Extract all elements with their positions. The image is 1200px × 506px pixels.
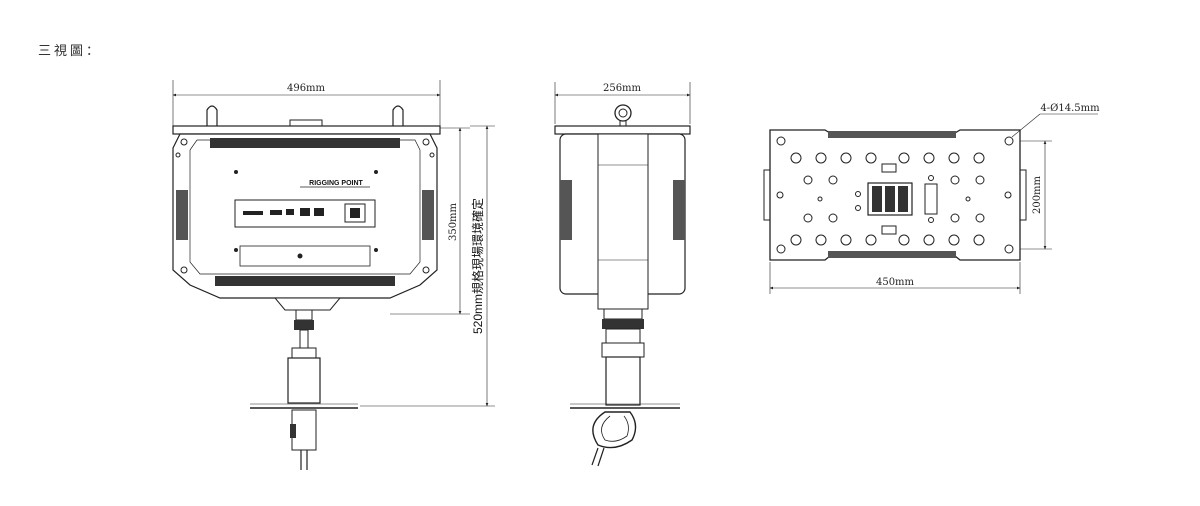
front-height-label: 350mm [448,202,459,241]
side-view [554,82,691,467]
top-width-label: 450mm [876,277,915,288]
front-total-height-label: 520mm規格現場環境確定 [470,198,485,334]
top-hole-label: 4-Ø14.5mm [1040,103,1100,114]
top-height-label: 200mm [1032,175,1043,214]
page-title: 三視圖： [38,44,103,59]
front-width-label: 496mm [287,83,326,94]
side-width-label: 256mm [603,83,642,94]
front-view [172,80,495,470]
rigging-point-label: RIGGING POINT [309,180,363,187]
top-view [763,113,1098,294]
